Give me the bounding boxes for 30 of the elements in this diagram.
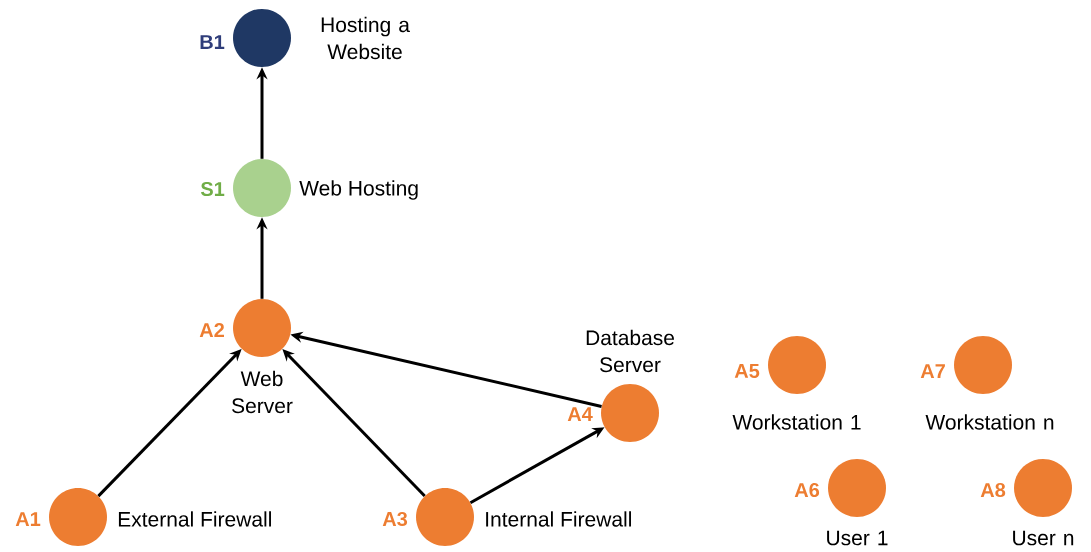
node-id: A1 [15, 512, 41, 526]
circle-node [233, 299, 291, 357]
node-caption: Database Server [586, 329, 674, 373]
circle-node [1014, 459, 1072, 517]
node-caption: Internal Firewall [486, 511, 631, 527]
node-id: A8 [980, 482, 1006, 498]
node-id: S1 [200, 181, 225, 197]
node-caption: Workstation n [925, 414, 1054, 430]
node-id: A6 [794, 482, 820, 498]
circle-node [601, 384, 659, 442]
node-id: B1 [200, 35, 225, 49]
node-id: A7 [920, 364, 945, 378]
circle-node [233, 9, 291, 67]
node-caption: Web Hosting [299, 180, 418, 200]
circle-node [49, 488, 107, 546]
circle-node [416, 488, 474, 546]
node-caption: Workstation 1 [732, 414, 861, 430]
node-id: A5 [734, 364, 760, 378]
node-caption: User 1 [827, 530, 888, 546]
node-id: A3 [382, 511, 408, 527]
node-caption: User n [1013, 530, 1074, 546]
node-caption: External Firewall [118, 511, 271, 527]
node-id: A2 [199, 323, 224, 337]
circle-node [768, 336, 826, 394]
node-id: A4 [567, 407, 593, 421]
circle-node [233, 159, 291, 217]
circle-node [954, 336, 1012, 394]
node-caption: Hosting a Website [321, 16, 410, 60]
circle-node [828, 459, 886, 517]
node-caption: Web Server [232, 370, 293, 414]
